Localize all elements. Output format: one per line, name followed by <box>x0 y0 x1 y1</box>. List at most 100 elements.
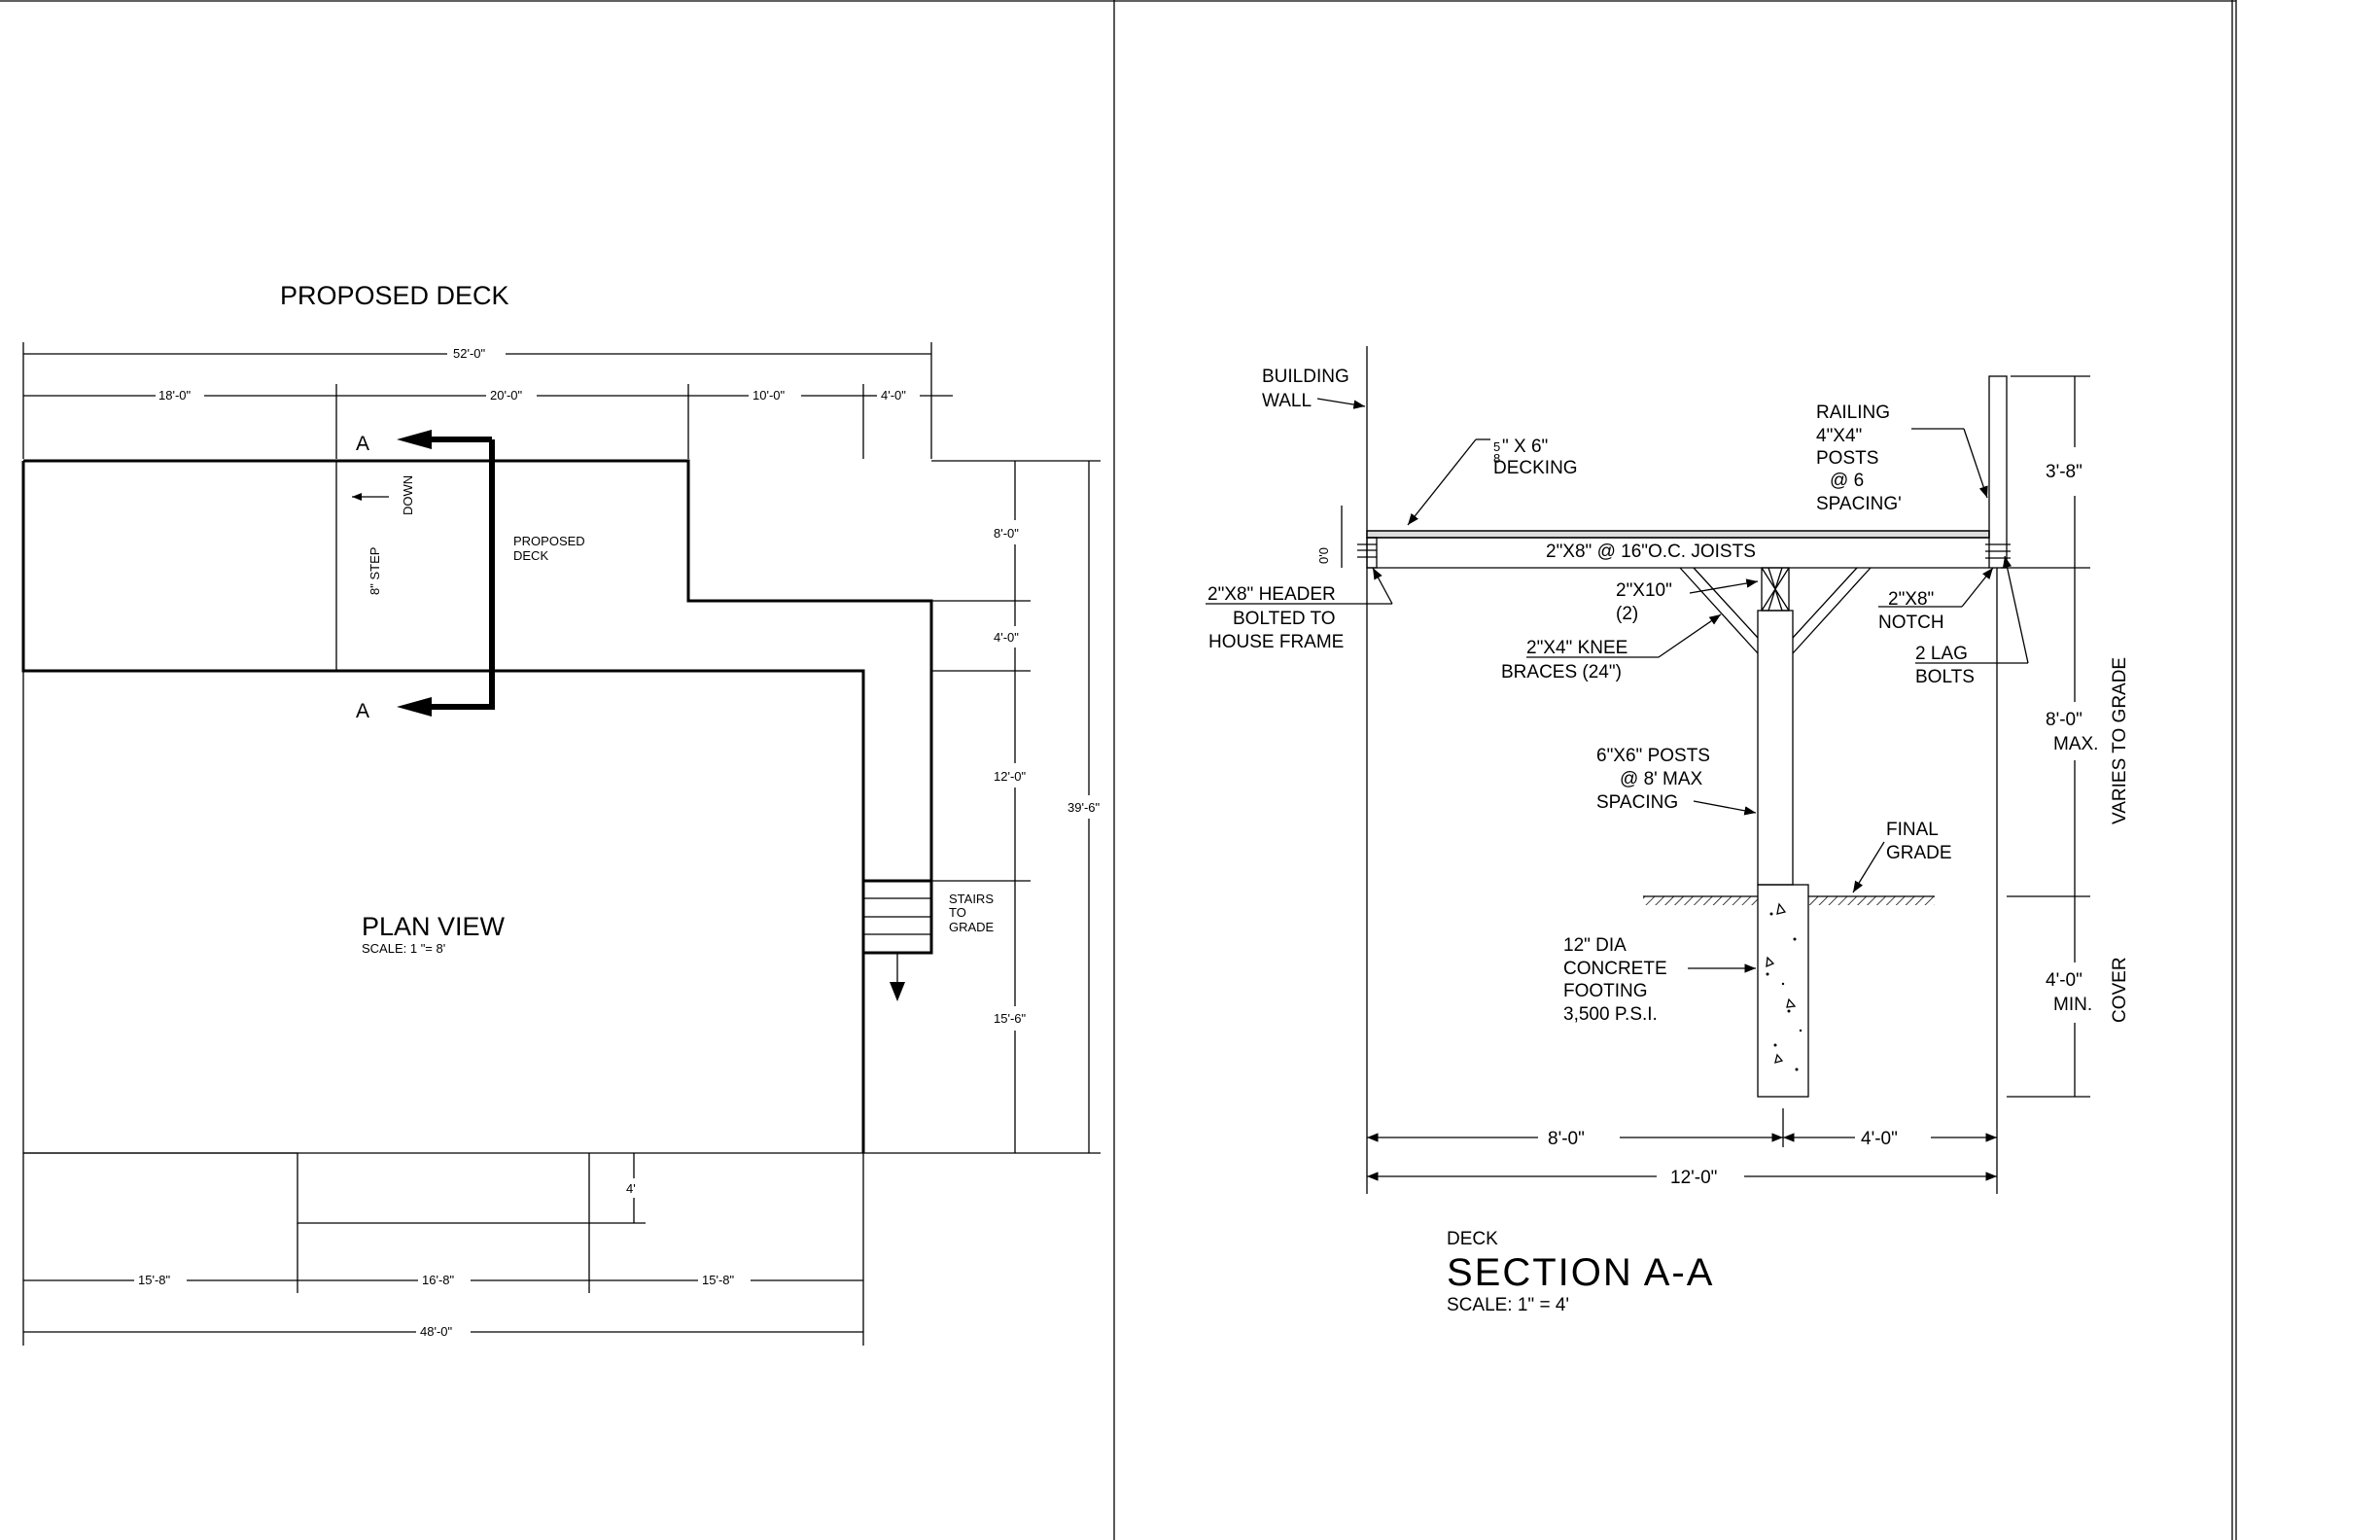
plan-top-dimensions: 52'-0" 18'-0" 20'-0" 10'-0" 4'-0" <box>22 342 953 459</box>
section-header-3-text: HOUSE FRAME <box>1208 632 1344 652</box>
stairs: STAIRS TO GRADE <box>861 879 995 1001</box>
plan-dims-right-2-text: 4'-0" <box>994 630 1019 645</box>
house-bump <box>23 1152 590 1224</box>
section-beam-2-text: (2) <box>1616 604 1638 624</box>
plan-dims-right-1-text: 8'-0" <box>994 526 1019 541</box>
section-railing-3-text: POSTS <box>1816 448 1878 469</box>
plan-deck-label-1-text: PROPOSED <box>513 534 585 548</box>
section-grade-1-text: FINAL <box>1886 820 1939 840</box>
deck-outline <box>23 459 933 953</box>
section-title: SECTION A-A <box>1447 1251 1714 1294</box>
section-bottom-dimensions: 8'-0" 4'-0" 12'-0" <box>1367 1108 1997 1188</box>
plan-dims-top-2-text: 20'-0" <box>490 388 523 402</box>
section-footing-3-text: FOOTING <box>1563 981 1648 1001</box>
plan-dims-top-3-text: 10'-0" <box>752 388 786 402</box>
section-dims-cover-1-text: 4'-0" <box>2046 970 2082 991</box>
plan-dims-bottom-1-text: 15'-8" <box>138 1273 171 1287</box>
section-cut-line: A A <box>356 430 495 722</box>
section-building-wall-1-text: BUILDING <box>1262 367 1349 387</box>
down-arrow-icon <box>352 493 362 501</box>
plan-right-dimensions: 8'-0" 4'-0" 12'-0" 15'-6" 39'-6" 4' <box>589 460 1101 1224</box>
section-lag-2-text: BOLTS <box>1915 667 1975 687</box>
grade-hatch-right <box>1808 896 1935 905</box>
plan-stairs-1-text: STAIRS <box>949 892 994 906</box>
section-decking-2-text: DECKING <box>1493 458 1578 478</box>
section-notch-2-text: NOTCH <box>1878 612 1944 633</box>
section-knee-1-text: 2"X4" KNEE <box>1526 638 1628 658</box>
section-decking-frac-n-text: 5 <box>1493 439 1500 454</box>
plan-dims-right-overall-text: 39'-6" <box>1068 800 1101 815</box>
section-dims-bottom-overall-text: 12'-0" <box>1670 1168 1717 1188</box>
section-lag-1-text: 2 LAG <box>1915 644 1968 664</box>
stairs-arrow-icon <box>890 982 905 1001</box>
joists-label: 2"X8" @ 16"O.C. JOISTS <box>1546 542 1756 562</box>
section-grade-2-text: GRADE <box>1886 843 1952 863</box>
section-posts-2-text: @ 8' MAX <box>1620 769 1703 789</box>
beam-2x10 <box>1761 567 1790 612</box>
plan-view-label: PLAN VIEW <box>362 912 506 941</box>
plan-step-label-text: 8" STEP <box>368 547 382 595</box>
section-beam-1-text: 2"X10" <box>1616 580 1672 601</box>
plan-dims-right-4-text: 15'-6" <box>994 1011 1027 1026</box>
section-scale-text: SCALE: 1" = 4' <box>1447 1295 1569 1315</box>
section-railing-4-text: @ 6 <box>1830 471 1864 491</box>
section-posts-3-text: SPACING <box>1596 792 1678 813</box>
plan-bottom-dimensions: 15'-8" 16'-8" 15'-8" 48'-0" <box>22 1153 864 1346</box>
plan-dims-bottom-overall-text: 48'-0" <box>420 1324 453 1339</box>
plan-dims-overall-top-text: 52'-0" <box>453 346 486 361</box>
grade-hatch-left <box>1643 896 1758 905</box>
section-dims-varies-text: VARIES TO GRADE <box>2110 657 2130 824</box>
support-post <box>1757 610 1794 886</box>
decking <box>1366 530 1990 539</box>
section-title-small-text: DECK <box>1447 1229 1498 1249</box>
section-dims-height-2-text: MAX. <box>2053 734 2098 754</box>
section-dims-height-1-text: 8'-0" <box>2046 710 2082 730</box>
plan-stairs-2-text: TO <box>949 905 966 920</box>
concrete-aggregate <box>1766 902 1797 1064</box>
section-railing-1-text: RAILING <box>1816 402 1890 423</box>
section-header-2-text: BOLTED TO <box>1233 609 1336 629</box>
section-view: BUILDING WALL 2"X8" @ 16"O.C. JOISTS 0'0… <box>1206 346 2130 1315</box>
section-right-dimensions: 3'-8" 8'-0" MAX. VARIES TO GRADE 4'-0" M… <box>2046 376 2130 1097</box>
section-header-1-text: 2"X8" HEADER <box>1208 584 1336 605</box>
section-footing-4-text: 3,500 P.S.I. <box>1563 1004 1658 1025</box>
section-decking-1-text: " X 6" <box>1502 437 1548 457</box>
section-mark-top: A <box>356 433 369 455</box>
sheet-border <box>0 0 2237 1540</box>
section-offset-text: 0'0 <box>1316 547 1331 564</box>
section-decking-frac-d-text: 8 <box>1493 451 1500 466</box>
section-posts-1-text: 6"X6" POSTS <box>1596 746 1710 766</box>
section-notch-1-text: 2"X8" <box>1888 589 1934 610</box>
section-railing-5-text: SPACING' <box>1816 494 1902 514</box>
plan-title: PROPOSED DECK <box>280 281 509 310</box>
header-board <box>1366 537 1378 569</box>
section-dims-cover-2-text: MIN. <box>2053 995 2092 1015</box>
plan-dims-bump-text: 4' <box>626 1181 636 1196</box>
plan-dims-top-1-text: 18'-0" <box>158 388 192 402</box>
plan-down-label-text: DOWN <box>401 475 415 515</box>
railing-post <box>1988 375 2008 569</box>
plan-dims-top-4-text: 4'-0" <box>881 388 906 402</box>
section-dims-cover-3-text: COVER <box>2110 957 2130 1023</box>
plan-scale-text: SCALE: 1 "= 8' <box>362 941 445 956</box>
plan-dims-bottom-2-text: 16'-8" <box>422 1273 455 1287</box>
section-building-wall-2-text: WALL <box>1262 391 1312 411</box>
house-outline <box>21 461 865 1153</box>
plan-view: PROPOSED DECK 52'-0" 18'-0" 20'-0" 10'-0… <box>21 281 1101 1346</box>
plan-deck-label-2-text: DECK <box>513 548 548 563</box>
section-railing-2-text: 4"X4" <box>1816 426 1862 446</box>
plan-dims-bottom-3-text: 15'-8" <box>702 1273 735 1287</box>
section-dims-bottom-1-text: 8'-0" <box>1548 1129 1585 1149</box>
section-mark-bottom: A <box>356 700 369 722</box>
section-dims-rail-h-text: 3'-8" <box>2046 462 2082 482</box>
plan-dims-right-3-text: 12'-0" <box>994 769 1027 784</box>
section-dims-bottom-2-text: 4'-0" <box>1861 1129 1898 1149</box>
plan-stairs-3-text: GRADE <box>949 920 995 934</box>
section-footing-1-text: 12" DIA <box>1563 935 1627 956</box>
concrete-footing <box>1757 884 1809 1098</box>
section-footing-2-text: CONCRETE <box>1563 959 1667 979</box>
section-arrow-top-icon <box>397 430 432 449</box>
concrete-speckle <box>1766 912 1802 1071</box>
section-arrow-bottom-icon <box>397 697 432 717</box>
